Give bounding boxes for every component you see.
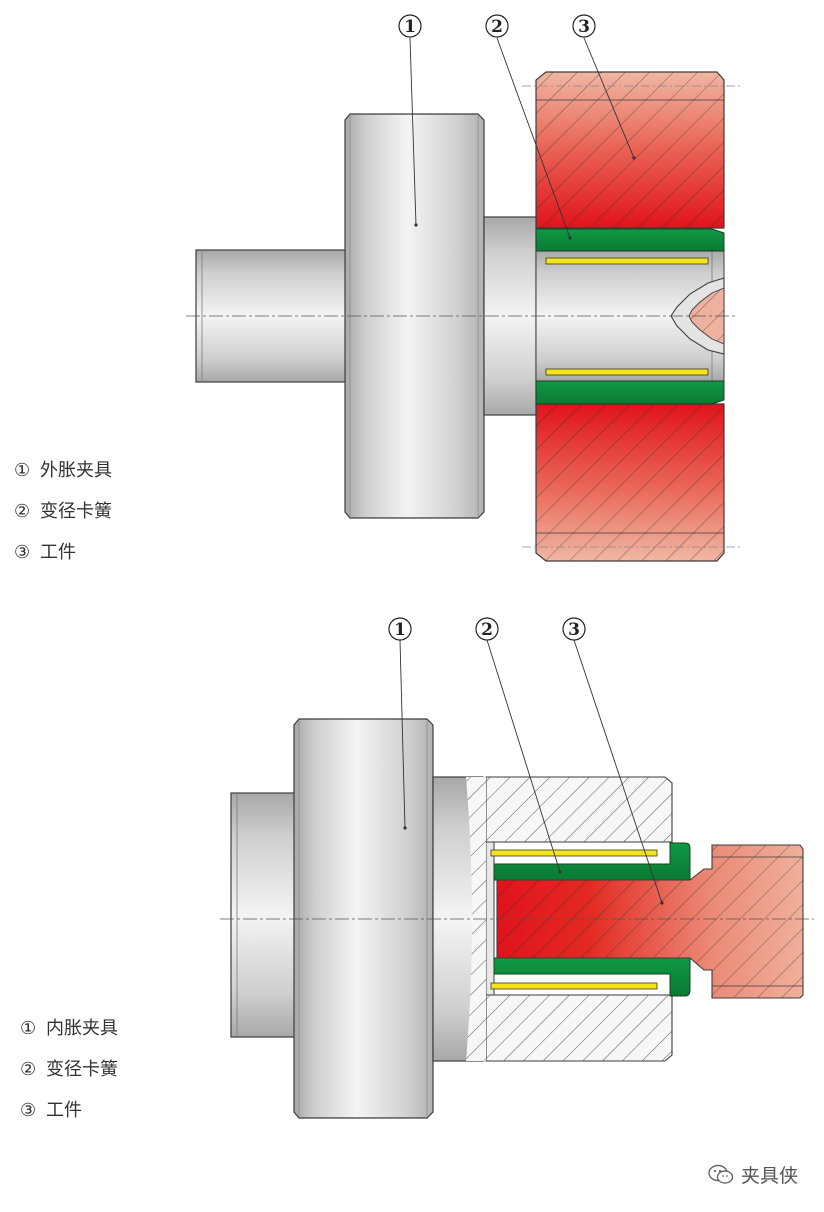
top-leaders	[409, 37, 635, 239]
bottom-callout-1: 1	[388, 617, 412, 641]
bottom-fixture-body	[293, 718, 434, 1119]
wechat-icon	[707, 1163, 735, 1187]
legend-label: 工件	[40, 542, 76, 563]
top-slot-lower	[545, 368, 709, 376]
legend-number: ①	[20, 1018, 37, 1039]
top-callout-2: 2	[485, 14, 509, 38]
legend-label: 变径卡簧	[40, 501, 112, 522]
bottom-leaders	[399, 639, 663, 904]
svg-text:1: 1	[394, 620, 406, 640]
top-legend: ① 外胀夹具 ② 变径卡簧 ③ 工件	[14, 450, 112, 573]
top-legend-item-3: ③ 工件	[14, 532, 112, 573]
bottom-legend-item-1: ① 内胀夹具	[20, 1008, 118, 1049]
bottom-collet	[493, 842, 691, 997]
bottom-callout-3: 3	[562, 617, 586, 641]
legend-label: 变径卡簧	[46, 1059, 118, 1080]
top-callout-3: 3	[572, 14, 596, 38]
svg-text:3: 3	[568, 620, 580, 640]
legend-label: 外胀夹具	[40, 460, 112, 481]
bottom-shaft-stub	[230, 792, 296, 1038]
top-fixture-body	[344, 113, 485, 519]
legend-number: ③	[14, 542, 31, 563]
legend-number: ②	[20, 1059, 37, 1080]
bottom-slot-upper	[490, 849, 658, 857]
svg-text:2: 2	[481, 620, 493, 640]
top-legend-item-1: ① 外胀夹具	[14, 450, 112, 491]
legend-label: 内胀夹具	[46, 1018, 118, 1039]
legend-label: 工件	[46, 1100, 82, 1121]
svg-text:2: 2	[491, 17, 503, 37]
watermark: 夹具侠	[707, 1161, 798, 1188]
top-workpiece	[522, 71, 740, 562]
bottom-workpiece	[496, 844, 804, 999]
top-collet	[535, 228, 725, 405]
bottom-legend: ① 内胀夹具 ② 变径卡簧 ③ 工件	[20, 1008, 118, 1131]
svg-text:3: 3	[578, 17, 590, 37]
bottom-callout-2: 2	[475, 617, 499, 641]
top-diagram: 1 2 3	[186, 14, 740, 562]
bottom-diagram: 1 2 3	[220, 617, 814, 1119]
top-slot-upper	[545, 257, 709, 265]
legend-number: ③	[20, 1100, 37, 1121]
svg-text:1: 1	[404, 17, 416, 37]
top-callout-1: 1	[398, 14, 422, 38]
bottom-legend-item-2: ② 变径卡簧	[20, 1049, 118, 1090]
top-legend-item-2: ② 变径卡簧	[14, 491, 112, 532]
legend-number: ①	[14, 460, 31, 481]
bottom-slot-lower	[490, 982, 658, 990]
legend-number: ②	[14, 501, 31, 522]
bottom-legend-item-3: ③ 工件	[20, 1090, 118, 1131]
watermark-text: 夹具侠	[740, 1165, 798, 1187]
